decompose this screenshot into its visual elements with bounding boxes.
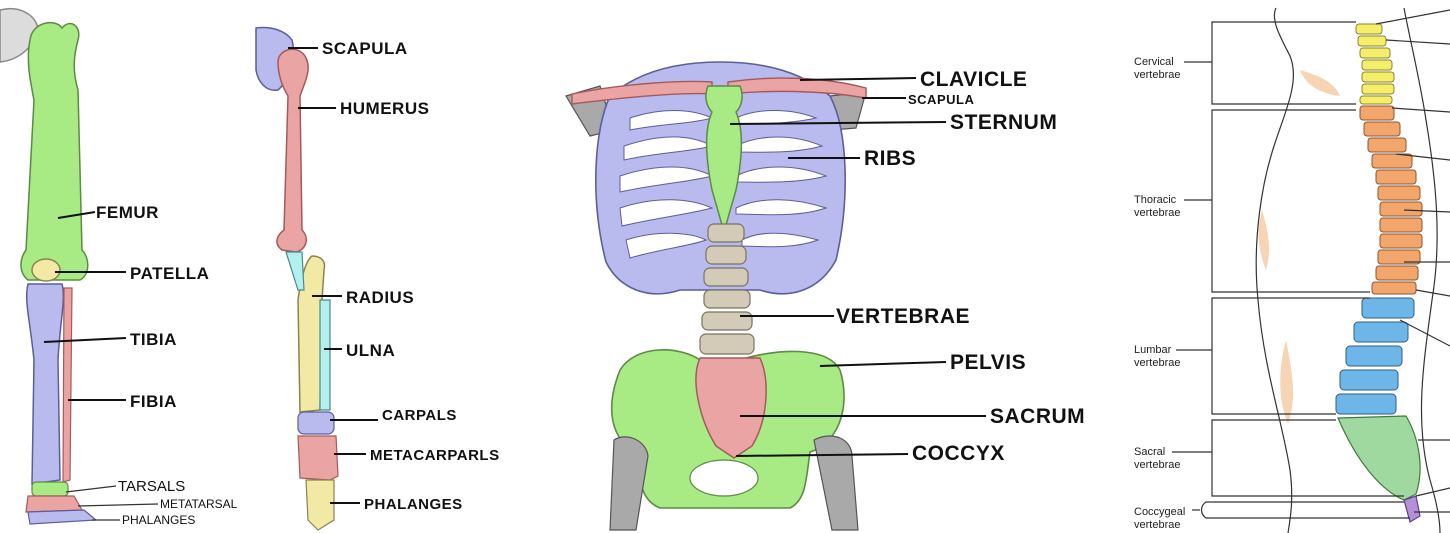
thoracic-vertebrae-shape [1360, 106, 1422, 294]
body-outline-back [1256, 8, 1293, 533]
coccyx-label: COCCYX [912, 442, 1005, 465]
torso-femur-left-shape [610, 437, 648, 530]
cervical-vertebrae-shape [1356, 24, 1394, 104]
pelvis-label: PELVIS [950, 351, 1026, 374]
carpals-shape [298, 412, 334, 434]
sacrum-label: SACRUM [990, 405, 1085, 428]
torso-femur-right-shape [814, 436, 858, 530]
metatarsals-shape [26, 496, 82, 512]
coccygeal-label-line1: Coccygeal [1134, 506, 1185, 518]
vertebrae-label: VERTEBRAE [836, 305, 970, 328]
foot-phalanges-label: PHALANGES [122, 513, 195, 527]
coccygeal-bracket [1202, 502, 1411, 518]
humerus-label: HUMERUS [340, 99, 429, 118]
pelvis-leader [820, 362, 946, 366]
cervical-label-line2: vertebrae [1134, 69, 1180, 81]
femur-label: FEMUR [96, 203, 159, 222]
foot-phalanges-shape [28, 510, 96, 524]
cervical-label-line1: Cervical [1134, 56, 1174, 68]
metacarpals-label: METACARPARLS [370, 447, 500, 464]
thoracic-bracket [1212, 110, 1370, 292]
arm-scapula-label: SCAPULA [322, 39, 408, 58]
metacarpals-shape [298, 436, 338, 480]
tarsals-shape [32, 482, 68, 496]
carpals-label: CARPALS [382, 407, 457, 424]
thoracic-label-line1: Thoracic [1134, 194, 1177, 206]
hand-phalanges-label: PHALANGES [364, 496, 463, 513]
spine-sacrum-shape [1338, 416, 1420, 500]
spine-panel: Cervical vertebrae Thoracic vertebrae Lu… [1134, 8, 1450, 533]
arm-panel: SCAPULA HUMERUS RADIUS ULNA CARPALS META… [256, 28, 500, 531]
lumbar-label-line1: Lumbar [1134, 344, 1172, 356]
ulna-label: ULNA [346, 341, 395, 360]
humerus-shape [277, 49, 308, 252]
pelvis-opening-shape [690, 460, 758, 496]
metatarsal-label: METATARSAL [160, 497, 238, 511]
skin-shade-lower [1280, 340, 1293, 424]
femur-shape [21, 23, 88, 280]
lumbar-vertebrae-shape [1336, 298, 1414, 414]
fibia-label: FIBIA [130, 392, 177, 411]
patella-shape [32, 259, 60, 281]
patella-label: PATELLA [130, 264, 209, 283]
skin-shade-upper [1300, 70, 1340, 96]
torso-scapula-label: SCAPULA [908, 92, 974, 107]
clavicle-label: CLAVICLE [920, 68, 1027, 91]
thoracic-label-line2: vertebrae [1134, 207, 1180, 219]
ribs-label: RIBS [864, 147, 916, 170]
fibula-shape [63, 288, 72, 482]
tibia-shape [27, 284, 64, 484]
leg-panel: FEMUR PATELLA TIBIA FIBIA TARSALS METATA… [0, 9, 238, 527]
tarsals-label: TARSALS [118, 478, 185, 495]
clavicle-leader [800, 78, 916, 80]
torso-panel: CLAVICLE SCAPULA STERNUM RIBS VERTEBRAE … [566, 62, 1085, 530]
sacral-label-line2: vertebrae [1134, 459, 1180, 471]
radius-label: RADIUS [346, 288, 414, 307]
metatarsal-leader [78, 504, 158, 506]
sacral-label-line1: Sacral [1134, 446, 1165, 458]
tibia-label: TIBIA [130, 330, 177, 349]
sternum-label: STERNUM [950, 111, 1057, 134]
coccygeal-label-line2: vertebrae [1134, 519, 1180, 531]
hand-phalanges-shape [306, 480, 334, 530]
tarsals-leader [66, 486, 116, 492]
skin-shade-mid [1259, 210, 1269, 270]
lumbar-label-line2: vertebrae [1134, 357, 1180, 369]
